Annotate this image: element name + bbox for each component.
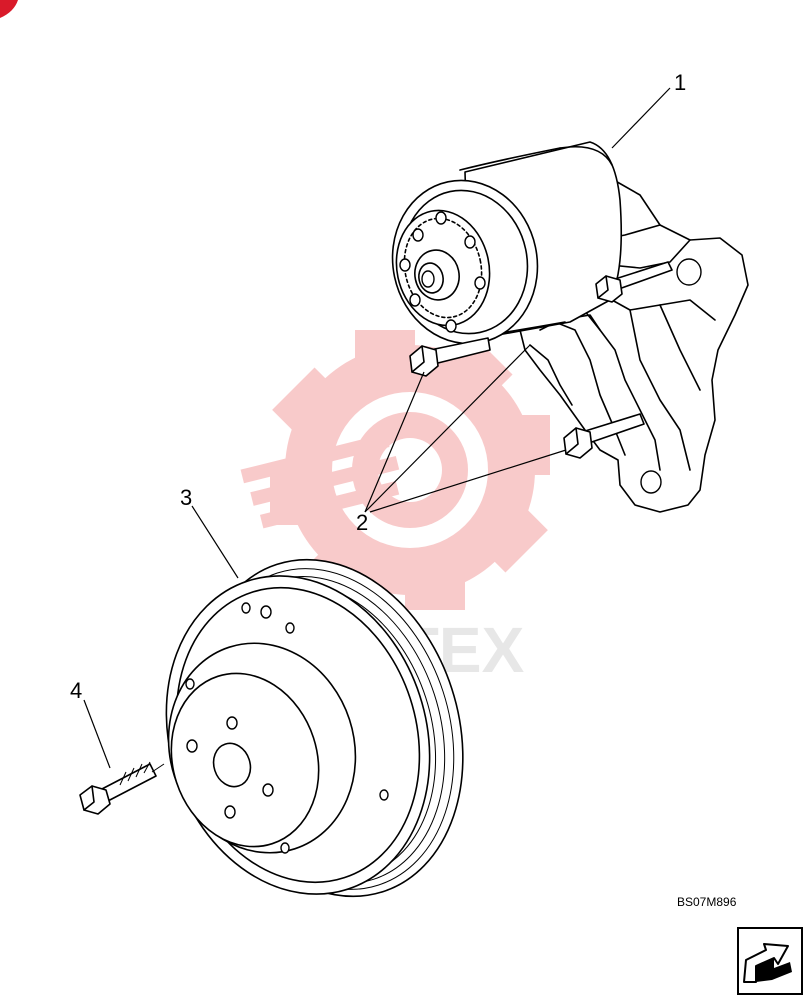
- pump-mounting-bolt-lower: [563, 413, 645, 459]
- pump-mounting-bolt-upper: [595, 261, 673, 303]
- crankshaft-pulley: [165, 558, 464, 898]
- next-page-arrow-icon[interactable]: [737, 927, 803, 995]
- red-corner-mark-icon: [0, 0, 18, 18]
- drawing-code: BS07M896: [677, 895, 737, 909]
- callout-3: 3: [180, 485, 192, 510]
- callout-1: 1: [674, 70, 686, 95]
- water-pump-assembly: [391, 141, 749, 513]
- callout-2: 2: [356, 510, 368, 535]
- leader-lines: [83, 87, 671, 769]
- callout-4: 4: [70, 678, 82, 703]
- pump-mounting-bolt-middle: [409, 337, 491, 377]
- pulley-retaining-bolt: [79, 761, 165, 815]
